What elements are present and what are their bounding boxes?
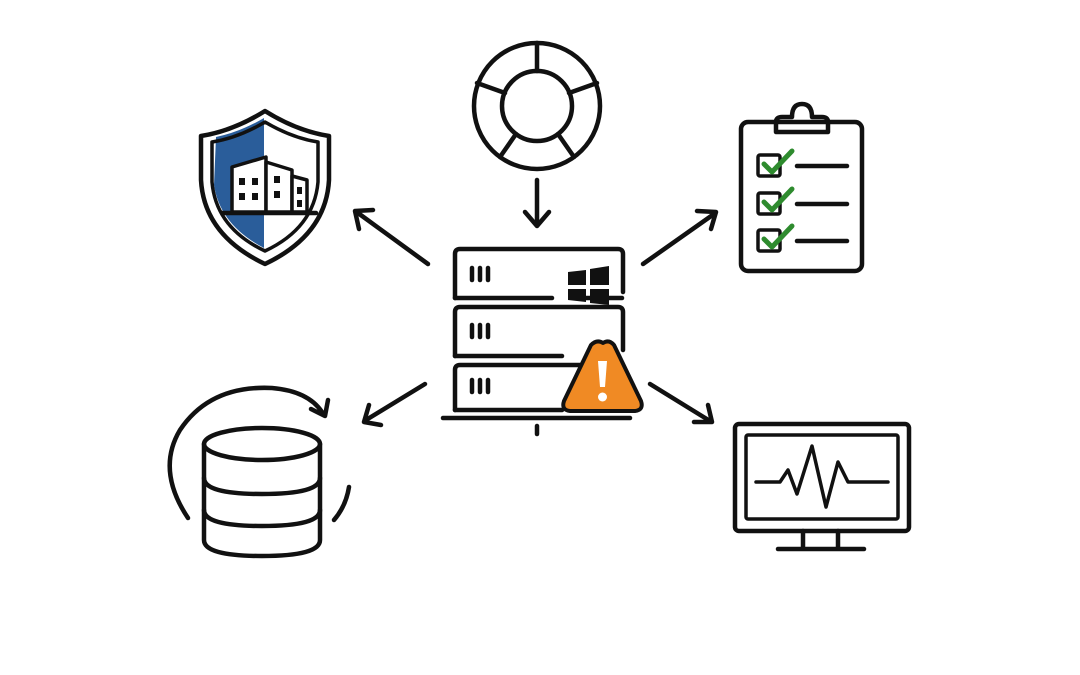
windows-logo-icon <box>568 266 609 305</box>
edge-center-to-top-right <box>640 208 719 267</box>
edge-center-to-bottom-left <box>361 381 428 428</box>
checklist-clipboard-icon <box>738 101 865 274</box>
server-rack-icon <box>440 246 633 437</box>
warning-triangle-icon <box>561 339 644 413</box>
monitor-heartbeat-icon <box>732 421 912 552</box>
edge-center-to-top-left <box>352 207 431 267</box>
donut-chart-icon <box>471 40 603 172</box>
edge-center-to-bottom-right <box>647 381 715 425</box>
database-backup-icon <box>167 385 352 559</box>
security-shield-building-icon <box>198 108 332 267</box>
edge-top-to-center <box>522 177 552 229</box>
